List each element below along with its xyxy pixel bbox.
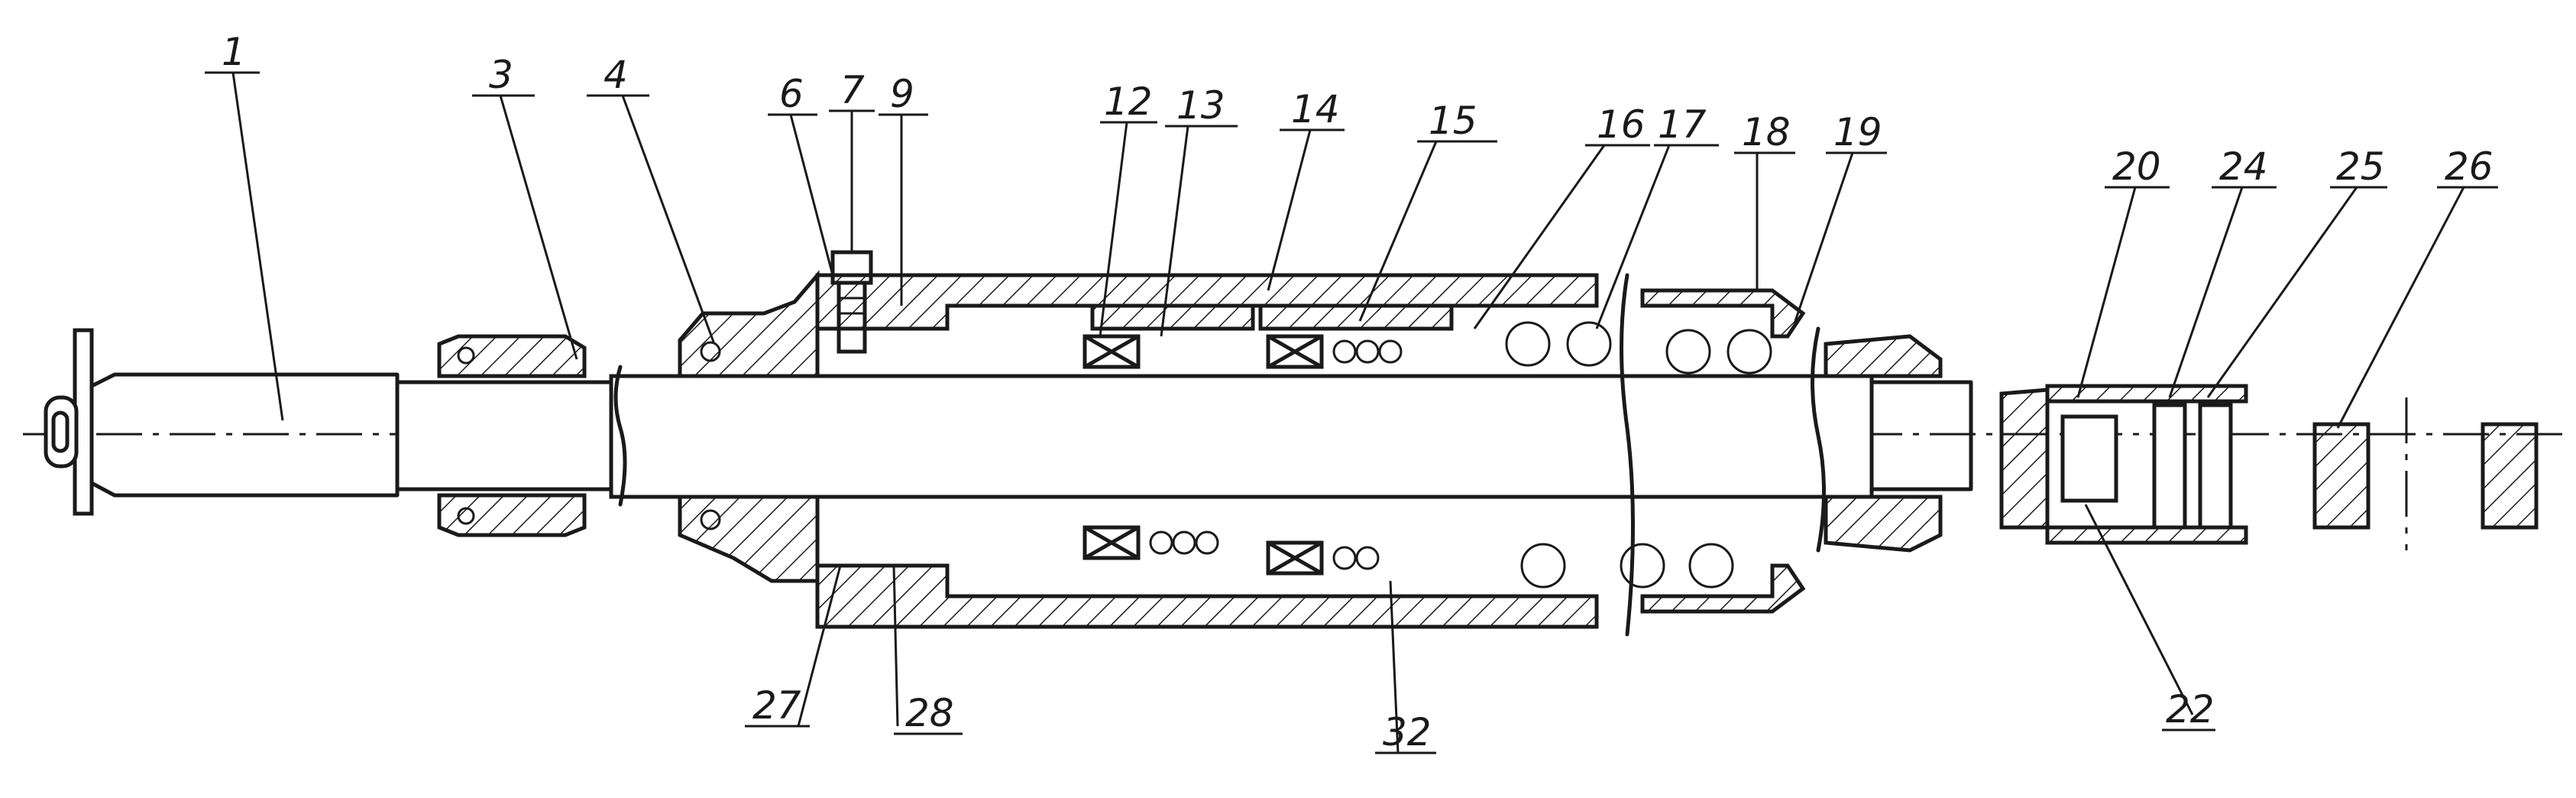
label-27: 27 [752,683,801,728]
label-underlines [205,71,2498,754]
label-6: 6 [779,72,804,116]
housing-4-6 [678,270,820,583]
main-shaft [89,372,1973,499]
part-labels: 1 3 4 6 7 9 12 13 14 15 16 17 18 19 20 2… [222,30,2493,754]
label-19: 19 [1833,110,1882,154]
label-3: 3 [489,53,513,97]
label-25: 25 [2336,144,2385,189]
label-16: 16 [1597,102,1646,147]
label-20: 20 [2112,144,2161,189]
label-4: 4 [604,53,628,97]
housing-18-19 [1640,288,1943,614]
label-14: 14 [1291,87,1340,131]
end-assembly-20-26 [1999,384,2539,550]
springs [1505,321,1772,589]
label-13: 13 [1176,83,1225,128]
label-12: 12 [1104,79,1153,124]
label-22: 22 [2166,687,2215,732]
label-1: 1 [222,30,246,74]
bearings-lower [1083,525,1380,576]
label-7: 7 [840,68,865,112]
leader-lines [231,72,2465,754]
nut-3 [437,334,587,537]
label-9: 9 [890,72,914,116]
label-24: 24 [2219,144,2268,189]
label-28: 28 [905,691,954,735]
outer-housing [815,273,1599,629]
label-32: 32 [1383,710,1432,754]
label-26: 26 [2445,144,2493,189]
bearings-upper [1083,334,1403,369]
label-18: 18 [1742,110,1791,154]
label-15: 15 [1429,99,1477,143]
break-lines [613,273,1826,637]
left-flange [44,328,94,516]
label-17: 17 [1658,102,1707,147]
